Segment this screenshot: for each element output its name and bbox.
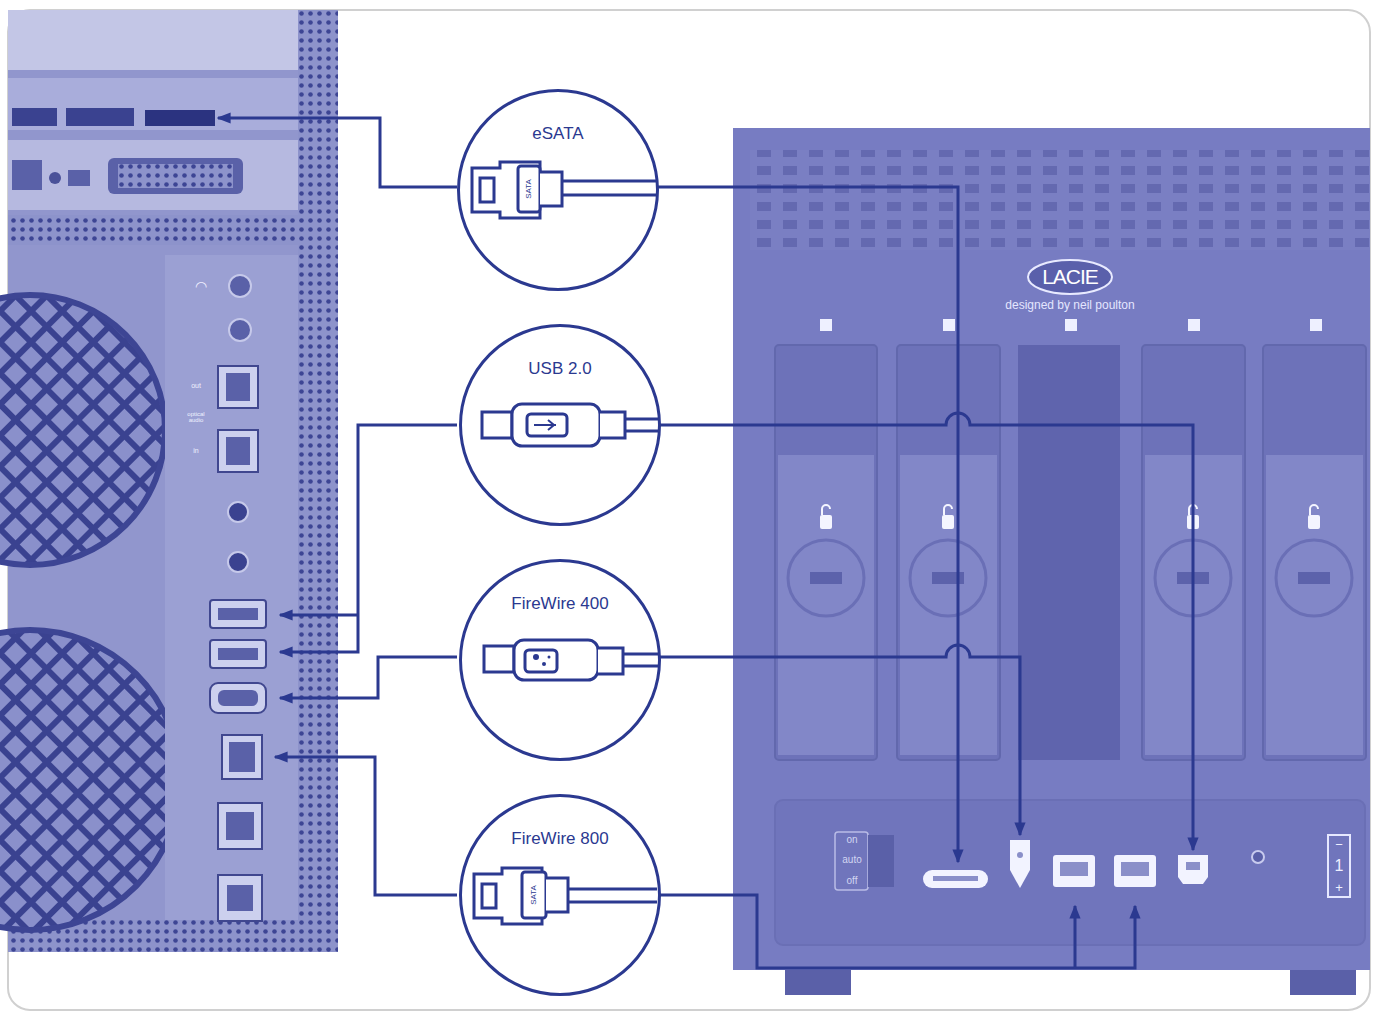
- drive-enclosure: [733, 128, 1370, 995]
- port-label: out: [191, 382, 201, 389]
- brand-logo: LACIE: [1042, 266, 1098, 288]
- connector-callout: FireWire 800: [459, 794, 661, 996]
- switch-label: off: [847, 876, 858, 887]
- connector-name: USB 2.0: [462, 359, 658, 379]
- button-label: −: [1335, 838, 1343, 852]
- connector-name: FireWire 400: [462, 594, 658, 614]
- connector-name: eSATA: [460, 124, 656, 144]
- button-label: +: [1335, 881, 1343, 895]
- icon: ◠: [195, 278, 207, 294]
- connector-callout: USB 2.0: [459, 324, 661, 526]
- connector-callout: FireWire 400: [459, 559, 661, 761]
- port-label: in: [193, 447, 198, 454]
- cable-wires: [218, 118, 1193, 968]
- designer-credit: designed by neil poulton: [1005, 299, 1134, 312]
- port-label: optical audio: [181, 411, 211, 424]
- connector-callout: eSATA: [457, 89, 659, 291]
- computer-rear: ◠: [0, 10, 338, 952]
- switch-label: on: [846, 835, 857, 846]
- plug-marking: SATA: [525, 179, 533, 199]
- plug-marking: SATA: [530, 885, 538, 905]
- connector-name: FireWire 800: [462, 829, 658, 849]
- switch-label: auto: [842, 855, 861, 866]
- id-number: 1: [1335, 858, 1344, 875]
